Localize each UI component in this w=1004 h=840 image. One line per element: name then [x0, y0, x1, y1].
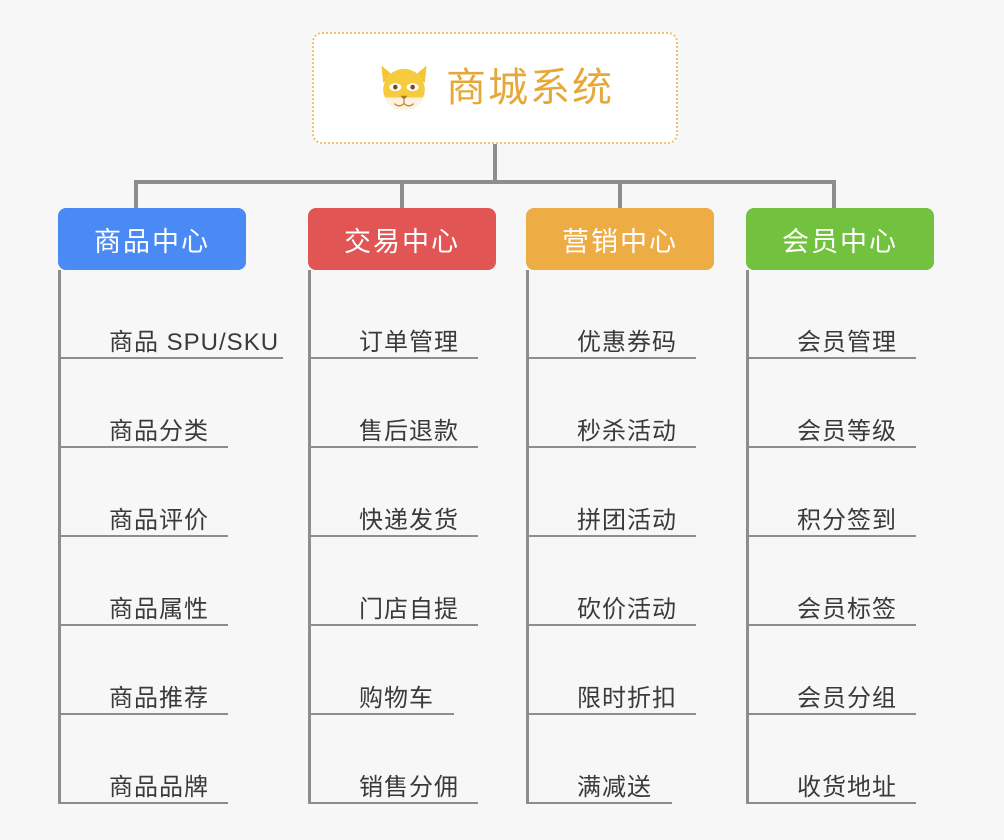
leaf-label: 商品评价: [109, 507, 209, 534]
leaf-list-product: 商品 SPU/SKU 商品分类 商品评价 商品属性 商品推荐 商品品牌: [58, 270, 290, 804]
leaf-item[interactable]: 会员标签: [749, 537, 956, 626]
leaf-underline: [311, 446, 478, 448]
branch-column-product: 商品中心 商品 SPU/SKU 商品分类 商品评价 商品属性 商品推荐: [58, 208, 290, 804]
leaf-underline: [749, 535, 916, 537]
root-node[interactable]: 商城系统: [312, 32, 678, 144]
leaf-item[interactable]: 商品品牌: [61, 715, 290, 804]
leaf-label: 限时折扣: [577, 685, 677, 712]
leaf-item[interactable]: 销售分佣: [311, 715, 522, 804]
leaf-item[interactable]: 会员等级: [749, 359, 956, 448]
leaf-underline: [311, 713, 454, 715]
leaf-label: 售后退款: [359, 418, 459, 445]
leaf-item[interactable]: 优惠券码: [529, 270, 736, 359]
branch-column-transaction: 交易中心 订单管理 售后退款 快递发货 门店自提 购物车: [308, 208, 522, 804]
leaf-label: 收货地址: [797, 774, 897, 801]
leaf-label: 拼团活动: [577, 507, 677, 534]
leaf-underline: [749, 446, 916, 448]
leaf-item[interactable]: 商品推荐: [61, 626, 290, 715]
leaf-item[interactable]: 限时折扣: [529, 626, 736, 715]
leaf-underline: [61, 357, 283, 359]
connector-root-stem: [493, 144, 497, 182]
leaf-label: 快递发货: [359, 507, 459, 534]
leaf-underline: [61, 802, 228, 804]
leaf-item[interactable]: 积分签到: [749, 448, 956, 537]
leaf-underline: [529, 802, 672, 804]
leaf-label: 积分签到: [797, 507, 897, 534]
leaf-label: 商品 SPU/SKU: [109, 329, 280, 356]
leaf-underline: [61, 535, 228, 537]
leaf-underline: [61, 446, 228, 448]
leaf-label: 销售分佣: [359, 774, 459, 801]
leaf-underline: [61, 713, 228, 715]
leaf-underline: [311, 624, 478, 626]
leaf-underline: [529, 446, 696, 448]
leaf-underline: [311, 535, 478, 537]
leaf-item[interactable]: 商品评价: [61, 448, 290, 537]
branch-column-marketing: 营销中心 优惠券码 秒杀活动 拼团活动 砍价活动 限时折扣: [526, 208, 736, 804]
leaf-underline: [529, 357, 696, 359]
leaf-item[interactable]: 砍价活动: [529, 537, 736, 626]
connector-horizontal-bus: [134, 180, 836, 184]
leaf-item[interactable]: 购物车: [311, 626, 522, 715]
leaf-list-marketing: 优惠券码 秒杀活动 拼团活动 砍价活动 限时折扣 满减送: [526, 270, 736, 804]
leaf-underline: [311, 357, 478, 359]
leaf-item[interactable]: 会员分组: [749, 626, 956, 715]
leaf-label: 砍价活动: [577, 596, 677, 623]
leaf-label: 商品推荐: [109, 685, 209, 712]
leaf-label: 满减送: [577, 774, 652, 801]
leaf-underline: [61, 624, 228, 626]
connector-drop-会员中心: [832, 180, 836, 212]
leaf-label: 会员等级: [797, 418, 897, 445]
leaf-label: 会员管理: [797, 329, 897, 356]
connector-drop-商品中心: [134, 180, 138, 212]
leaf-label: 会员标签: [797, 596, 897, 623]
leaf-underline: [529, 535, 696, 537]
leaf-underline: [749, 357, 916, 359]
branch-column-member: 会员中心 会员管理 会员等级 积分签到 会员标签 会员分组: [746, 208, 956, 804]
connector-drop-营销中心: [618, 180, 622, 212]
branch-header-marketing[interactable]: 营销中心: [526, 208, 714, 270]
leaf-item[interactable]: 订单管理: [311, 270, 522, 359]
leaf-item[interactable]: 快递发货: [311, 448, 522, 537]
leaf-item[interactable]: 拼团活动: [529, 448, 736, 537]
connector-drop-交易中心: [400, 180, 404, 212]
leaf-underline: [749, 624, 916, 626]
branch-header-transaction[interactable]: 交易中心: [308, 208, 496, 270]
leaf-label: 订单管理: [359, 329, 459, 356]
leaf-list-member: 会员管理 会员等级 积分签到 会员标签 会员分组 收货地址: [746, 270, 956, 804]
leaf-underline: [749, 802, 916, 804]
branch-header-member[interactable]: 会员中心: [746, 208, 934, 270]
leaf-label: 会员分组: [797, 685, 897, 712]
leaf-label: 优惠券码: [577, 329, 677, 356]
leaf-label: 门店自提: [359, 596, 459, 623]
leaf-item[interactable]: 满减送: [529, 715, 736, 804]
leaf-label: 购物车: [359, 685, 434, 712]
leaf-item[interactable]: 秒杀活动: [529, 359, 736, 448]
leaf-label: 商品属性: [109, 596, 209, 623]
leaf-label: 秒杀活动: [577, 418, 677, 445]
leaf-label: 商品分类: [109, 418, 209, 445]
leaf-underline: [529, 624, 696, 626]
leaf-item[interactable]: 收货地址: [749, 715, 956, 804]
leaf-underline: [529, 713, 696, 715]
branch-header-product[interactable]: 商品中心: [58, 208, 246, 270]
root-title: 商城系统: [446, 66, 614, 110]
leaf-underline: [311, 802, 478, 804]
leaf-item[interactable]: 商品 SPU/SKU: [61, 270, 290, 359]
leaf-item[interactable]: 会员管理: [749, 270, 956, 359]
leaf-item[interactable]: 门店自提: [311, 537, 522, 626]
leaf-item[interactable]: 售后退款: [311, 359, 522, 448]
leaf-item[interactable]: 商品分类: [61, 359, 290, 448]
leaf-underline: [749, 713, 916, 715]
leaf-item[interactable]: 商品属性: [61, 537, 290, 626]
leaf-label: 商品品牌: [109, 774, 209, 801]
leaf-list-transaction: 订单管理 售后退款 快递发货 门店自提 购物车 销售分佣: [308, 270, 522, 804]
shiba-dog-face-icon: [381, 65, 427, 111]
